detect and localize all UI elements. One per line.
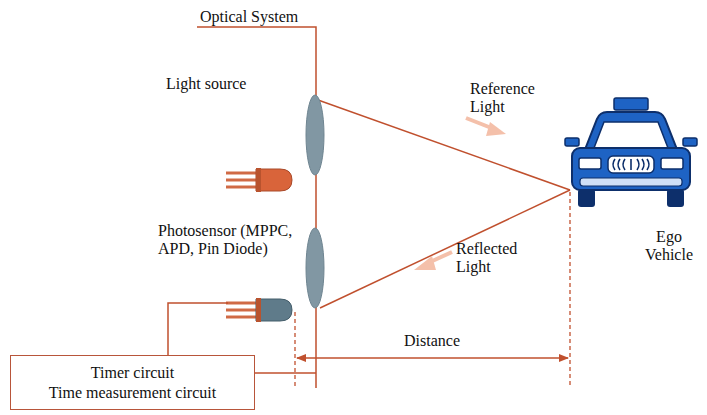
reference-ray [318,100,570,190]
lens [306,95,324,175]
reflected-arrow [414,252,452,270]
reflected-ray [320,190,570,308]
vehicle-label: Ego Vehicle [638,228,700,263]
reference-arrow [466,118,506,136]
box-text: Time measurement circuit [21,383,244,402]
title-label: Optical System [200,8,298,26]
dimension-label: Distance [401,332,463,350]
dimension-line [294,312,295,386]
car-icon [565,98,697,207]
part-label: Light source [166,75,246,93]
lens [306,228,324,308]
light-label: Reference Light [470,80,552,115]
light-label: Reflected Light [456,240,532,275]
light-source-led [226,168,292,192]
signal-wire [168,303,228,355]
circuit-box: Timer circuitTime measurement circuit [10,355,255,410]
part-label: Photosensor (MPPC, APD, Pin Diode) [158,222,308,257]
dimension-line [569,192,570,386]
distance-arrow [297,357,568,359]
box-text: Timer circuit [21,363,244,382]
timer-wire [255,372,316,374]
photosensor [226,298,292,322]
